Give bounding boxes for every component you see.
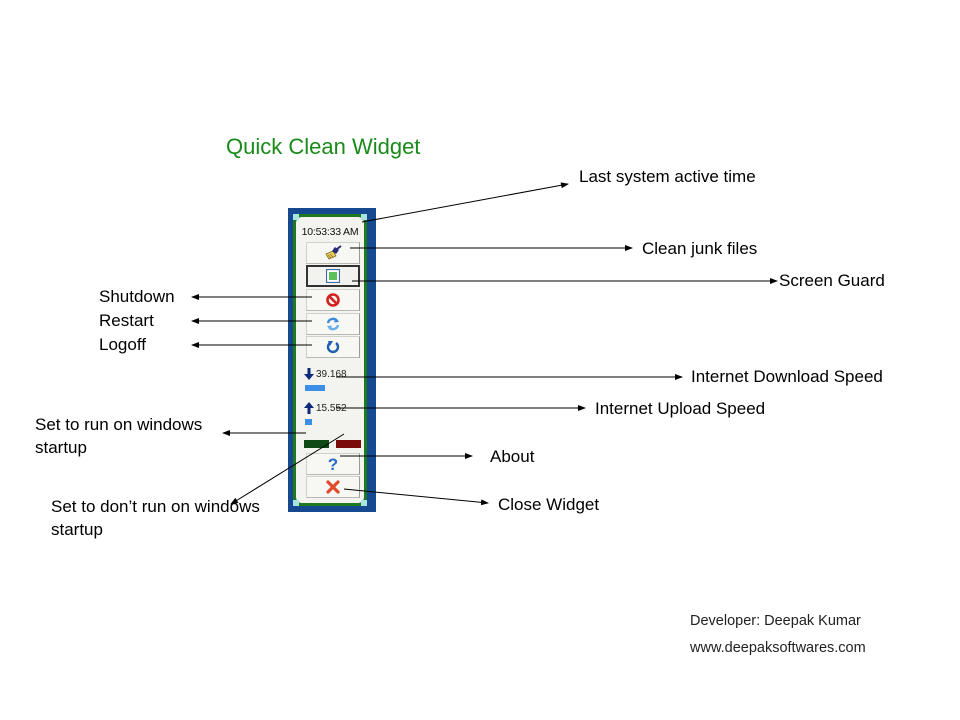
arrow-up-icon [304,402,314,414]
upload-speed-value: 15.552 [316,402,347,414]
about-button[interactable]: ? [306,453,360,475]
label-run-on-startup: Set to run on windows startup [35,413,202,459]
upload-speed: 15.552 [304,402,347,414]
close-widget-button[interactable] [306,476,360,498]
logoff-button[interactable] [306,336,360,358]
label-dont-run-line2: startup [51,520,103,539]
widget-panel: 10:53:33 AM [293,214,367,506]
corner-decoration [293,214,299,220]
no-entry-icon [326,293,340,307]
callout-line-no-startup [230,433,345,505]
clean-junk-button[interactable] [306,242,360,264]
diagram-title: Quick Clean Widget [226,134,421,159]
upload-speed-bar [305,419,312,425]
label-screen-guard: Screen Guard [779,271,885,290]
label-upload-speed: Internet Upload Speed [595,399,766,418]
arrow-down-icon [304,368,314,380]
developer-credit: Developer: Deepak Kumar [690,613,861,629]
close-x-icon [326,480,340,494]
label-close-widget: Close Widget [498,495,600,514]
download-speed-bar [305,385,325,391]
website-link[interactable]: www.deepaksoftwares.com [690,640,866,656]
dont-run-on-startup-button[interactable] [336,440,361,448]
quick-clean-widget: 10:53:33 AM [288,208,376,512]
label-restart: Restart [99,311,154,330]
corner-decoration [361,500,367,506]
broom-icon [325,245,342,260]
download-speed: 39.168 [304,368,347,380]
last-active-time: 10:53:33 AM [301,226,359,238]
run-on-startup-button[interactable] [304,440,329,448]
screen-icon [326,269,340,283]
corner-decoration [293,500,299,506]
label-clean-junk: Clean junk files [642,239,758,258]
shutdown-button[interactable] [306,289,360,311]
label-about: About [490,447,535,466]
label-dont-run-line1: Set to don’t run on windows [51,497,260,516]
label-shutdown: Shutdown [99,287,175,306]
label-logoff: Logoff [99,335,146,354]
refresh-icon [326,317,340,331]
download-speed-value: 39.168 [316,368,347,380]
label-run-on-startup-line2: startup [35,438,87,457]
label-last-active-time: Last system active time [579,167,756,186]
screen-guard-button[interactable] [306,265,360,287]
label-download-speed: Internet Download Speed [691,367,883,386]
label-dont-run-on-startup: Set to don’t run on windows startup [51,495,260,541]
undo-icon [326,341,340,354]
label-run-on-startup-line1: Set to run on windows [35,415,203,434]
corner-decoration [361,214,367,220]
question-icon: ? [327,454,339,474]
restart-button[interactable] [306,313,360,335]
callout-line-close [343,488,489,506]
callout-line-last-active [361,182,569,223]
